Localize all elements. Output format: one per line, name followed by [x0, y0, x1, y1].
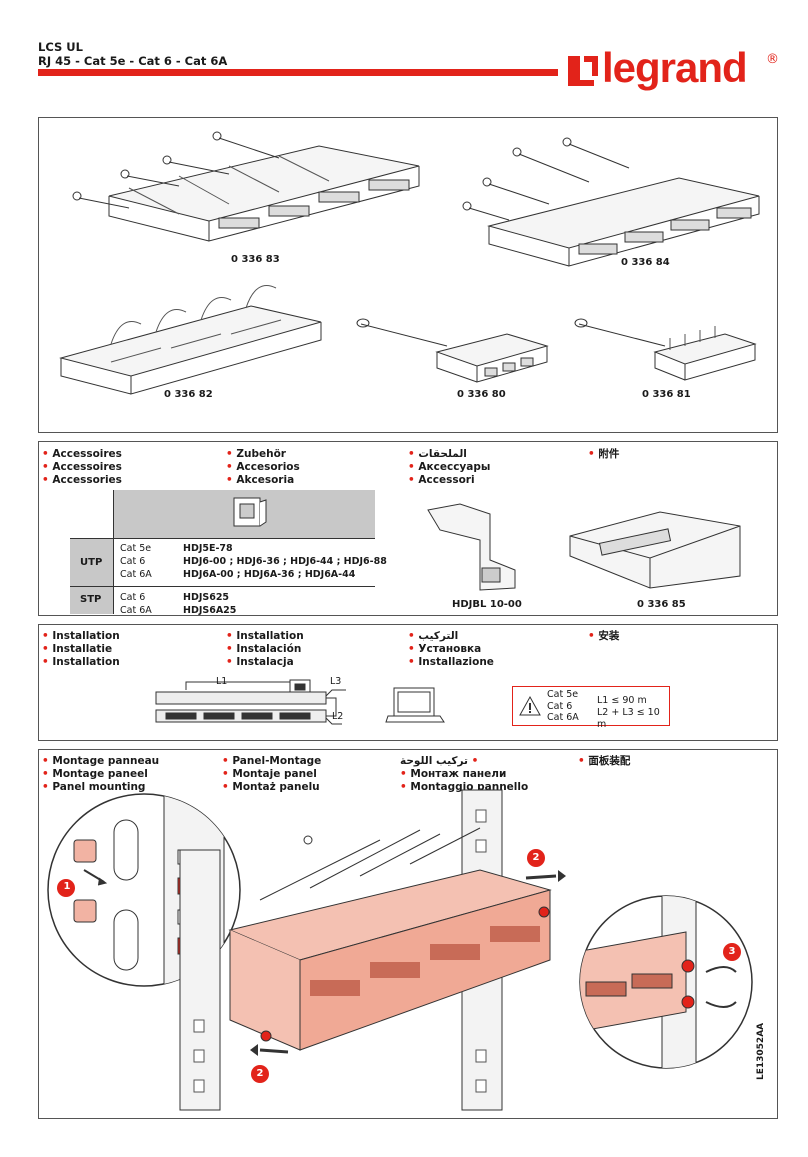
brand-wordmark: legrand	[602, 44, 748, 91]
doc-title-line2: RJ 45 - Cat 5e - Cat 6 - Cat 6A	[38, 54, 228, 68]
rack-mounting-illustration	[179, 789, 566, 1111]
mounting-label-col1: • Montage panneau • Montage paneel • Pan…	[42, 755, 160, 793]
accessories-label-col2: • Zubehör • Accesorios • Akcesoria	[226, 448, 300, 486]
document-reference: LE13052AA	[756, 1022, 766, 1080]
legrand-logo: legrand ®	[566, 44, 786, 98]
step-3-label: 3	[728, 946, 736, 957]
cable-manager-illustration-336-82	[59, 285, 322, 395]
cable-length-warning: Cat 5e Cat 6 Cat 6A L1 ≤ 90 m L2 + L3 ≤ …	[512, 686, 670, 730]
accessories-label-col3: • الملحقات • Аксессуары • Accessori	[408, 448, 491, 486]
module-illustration-336-80	[356, 318, 549, 383]
connector-table-header	[113, 490, 375, 538]
accessories-label-col1: • Accessoires • Accessoires • Accessorie…	[42, 448, 122, 486]
step-1-label: 1	[63, 881, 71, 892]
step-2-label-right: 2	[532, 852, 540, 863]
mounting-label-col4: • 面板装配	[578, 755, 631, 767]
legrand-logo-icon	[568, 56, 598, 86]
accessory-code-336-85: 0 336 85	[637, 599, 686, 610]
installation-label-col4: • 安装	[588, 630, 620, 642]
cabling-diagram	[155, 679, 346, 725]
installation-section	[38, 624, 778, 741]
product-code-336-83: 0 336 83	[231, 254, 280, 265]
accessories-section	[38, 441, 778, 616]
stp-label: STP	[80, 594, 102, 605]
product-code-336-82: 0 336 82	[164, 389, 213, 400]
accessories-label-col4: • 附件	[588, 448, 620, 460]
accessory-code-hdjbl: HDJBL 10-00	[452, 599, 522, 610]
step-3-marker	[723, 943, 741, 961]
blank-module-illustration	[427, 503, 516, 591]
utp-label: UTP	[80, 557, 103, 568]
warning-rules: L1 ≤ 90 m L2 + L3 ≤ 10 m	[597, 695, 660, 730]
products-section: 0 336 83 0 336 84 0 336 82	[38, 117, 778, 433]
patch-panel-illustration-336-84	[462, 137, 760, 267]
step-2-label-left: 2	[256, 1068, 264, 1079]
module-illustration-336-81	[574, 318, 757, 381]
patch-panel-illustration-336-83	[72, 131, 420, 242]
doc-title-line1: LCS UL	[38, 40, 83, 54]
header-red-bar	[38, 69, 558, 76]
rj45-connector-icon	[233, 497, 267, 527]
product-code-336-81: 0 336 81	[642, 389, 691, 400]
mounting-label-col2: • Panel-Montage • Montaje panel • Montaż…	[222, 755, 322, 793]
step-2-marker-right	[527, 849, 545, 867]
zoom-detail-right	[579, 895, 753, 1069]
warning-categories: Cat 5e Cat 6 Cat 6A	[547, 689, 579, 723]
connector-table-refs: HDJ5E-78 HDJ6-00 ; HDJ6-36 ; HDJ6-44 ; H…	[183, 543, 387, 616]
length-label-l2: L2	[332, 711, 344, 722]
panel-mounting-section	[38, 749, 778, 1119]
tray-illustration-336-85	[569, 511, 741, 589]
installation-label-col3: • التركيب • Установка • Installazione	[408, 630, 494, 668]
warning-triangle-icon	[519, 695, 541, 716]
registered-mark: ®	[766, 52, 779, 67]
installation-label-col2: • Installation • Instalación • Instalacj…	[226, 630, 304, 668]
length-label-l3: L3	[330, 676, 342, 687]
step-2-marker-left	[251, 1065, 269, 1083]
connector-table-categories: Cat 5e Cat 6 Cat 6A Cat 6 Cat 6A	[120, 543, 152, 616]
installation-label-col1: • Installation • Installatie • Installat…	[42, 630, 120, 668]
step-1-marker	[57, 879, 75, 897]
product-code-336-80: 0 336 80	[457, 389, 506, 400]
laptop-icon	[385, 687, 445, 723]
length-label-l1: L1	[216, 676, 228, 687]
product-code-336-84: 0 336 84	[621, 257, 670, 268]
mounting-label-col3: تركيب اللوحة • • Монтаж панели • Montagg…	[400, 755, 529, 793]
